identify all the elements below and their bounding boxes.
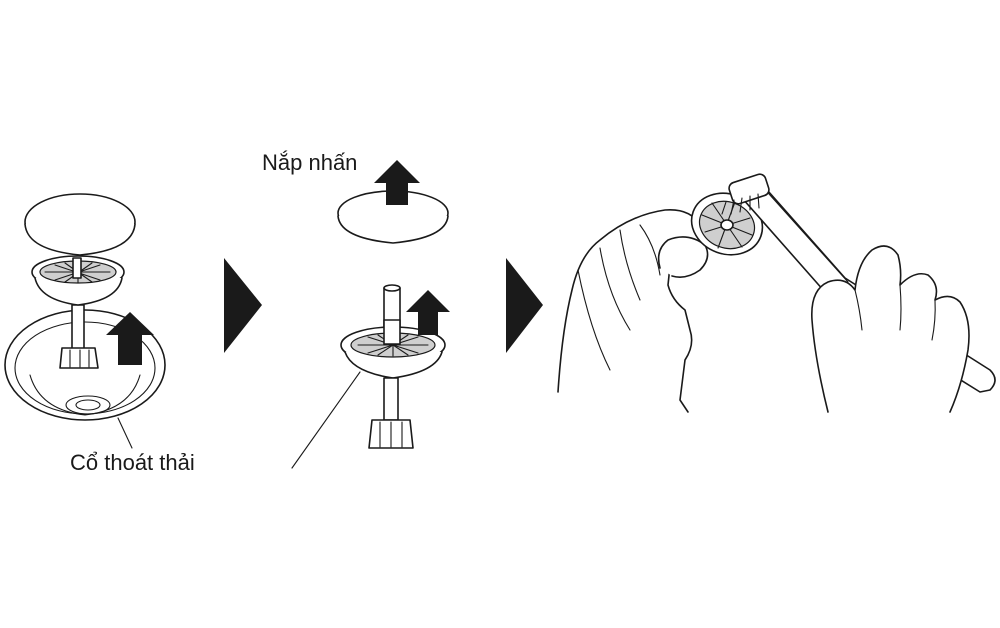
step1-strainer xyxy=(31,255,125,306)
lift-arrow-step1 xyxy=(106,312,154,365)
step1-stem xyxy=(59,304,99,369)
step-1-group xyxy=(4,193,166,449)
step2-strainer xyxy=(340,284,446,449)
lift-arrow-strainer xyxy=(406,290,450,335)
next-step-chevron-2 xyxy=(506,258,543,353)
strainer-leader xyxy=(291,371,361,469)
left-hand xyxy=(557,208,709,413)
step-3-group xyxy=(557,173,996,413)
next-step-chevron-1 xyxy=(224,258,262,353)
push-cap-label: Nắp nhấn xyxy=(262,150,358,175)
drain-neck-leader xyxy=(117,417,133,449)
step-2-group xyxy=(291,160,450,469)
step1-cap xyxy=(24,193,136,256)
step2-push-cap xyxy=(337,190,449,244)
step3-strainer-disc xyxy=(690,192,764,256)
drain-neck-label: Cổ thoát thải xyxy=(70,450,195,475)
lift-arrow-cap xyxy=(374,160,420,205)
right-hand xyxy=(811,245,970,413)
